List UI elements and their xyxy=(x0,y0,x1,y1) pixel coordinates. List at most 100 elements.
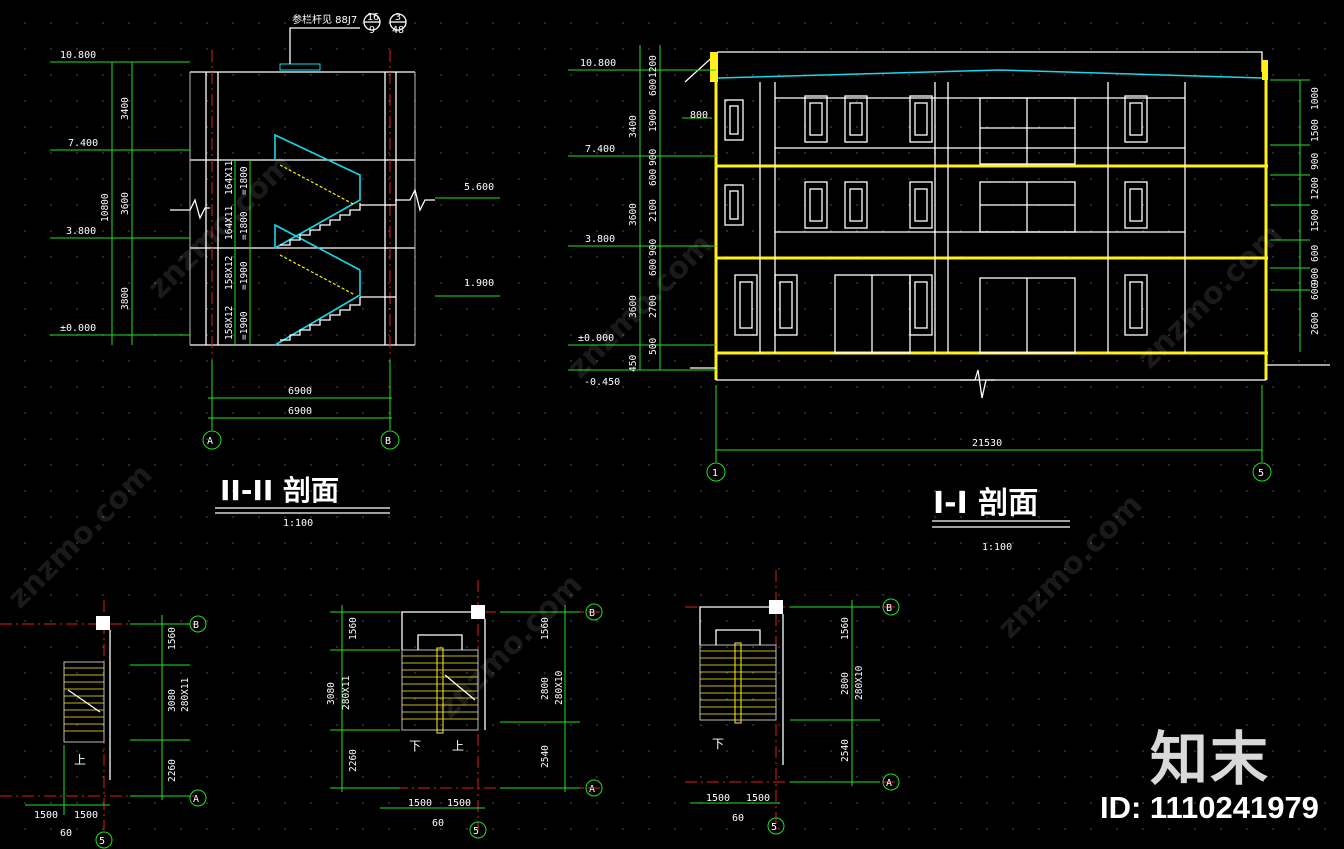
plan-3-label-down: 下 xyxy=(712,737,724,751)
flight-label-7: 158X12 xyxy=(224,306,235,340)
s1-level-10800: 10.800 xyxy=(580,58,616,69)
s1-axis-5: 5 xyxy=(1258,468,1264,479)
plan-2-axis-5: 5 xyxy=(473,826,479,837)
s1-right-dim-3: 900 xyxy=(1310,153,1321,170)
watermark-text-4: znzmo.com xyxy=(1,457,160,616)
plan-3-dim-1: 1560 xyxy=(840,617,851,640)
plan-1-bottom-2: 1500 xyxy=(74,810,98,821)
plan-1-axis-b: B xyxy=(193,620,199,631)
plan-3-bottom-1: 1500 xyxy=(706,793,730,804)
s1-left-dim-2: 600 xyxy=(648,79,659,96)
section-1-title: I-I 剖面 xyxy=(933,486,1038,521)
plan-2-label-up: 上 xyxy=(452,739,464,753)
watermark-layer: znzmo.com znzmo.com znzmo.com znzmo.com … xyxy=(1,147,1290,726)
section-1-drawing xyxy=(568,45,1330,528)
watermark-text-5: znzmo.com xyxy=(431,567,590,726)
level-1900: 1.900 xyxy=(464,278,494,289)
height-3400: 3400 xyxy=(120,97,131,120)
s1-left-outer-1: 3400 xyxy=(628,115,639,138)
s1-right-dim-9: 2600 xyxy=(1310,312,1321,335)
s1-left-dim-8: 600 xyxy=(648,259,659,276)
plan-2-bottom-3: 60 xyxy=(432,818,444,829)
flight-label-5: 158X12 xyxy=(224,256,235,290)
flight-label-4: =1800 xyxy=(239,211,250,240)
ref-top-a: 16 xyxy=(367,12,379,23)
s1-left-dim-3: 1900 xyxy=(648,109,659,132)
plan-2-axis-b: B xyxy=(589,608,595,619)
s1-right-dim-7: 900 xyxy=(1310,268,1321,285)
s1-left-dim-11: 450 xyxy=(628,355,639,372)
s1-axis-1: 1 xyxy=(712,468,718,479)
width-2: 6900 xyxy=(288,406,312,417)
plan-1-dim-2: 3080 xyxy=(167,689,178,712)
plan-2-right-1: 1560 xyxy=(540,617,551,640)
s1-right-dim-8: 600 xyxy=(1310,283,1321,300)
s1-level-minus-0450: -0.450 xyxy=(584,377,620,388)
plan-2-left-1: 1560 xyxy=(348,617,359,640)
plan-2-right-3: 280X10 xyxy=(554,670,565,705)
s1-inner-dim: 800 xyxy=(690,110,708,121)
s1-right-dim-4: 1200 xyxy=(1310,177,1321,200)
s1-left-outer-3: 3600 xyxy=(628,295,639,318)
section-2-drawing xyxy=(50,13,500,514)
level-10800: 10.800 xyxy=(60,50,96,61)
ref-bot-b: 48 xyxy=(392,25,404,36)
plan-1-axis-a: A xyxy=(193,794,199,805)
s1-left-dim-10: 500 xyxy=(648,338,659,355)
plan-3-dim-4: 2540 xyxy=(840,739,851,762)
flight-label-8: =1900 xyxy=(239,311,250,340)
s1-right-dim-2: 1500 xyxy=(1310,119,1321,142)
level-0000: ±0.000 xyxy=(60,323,96,334)
total-height: 10800 xyxy=(100,193,111,222)
plan-2-left-4: 2260 xyxy=(348,749,359,772)
s1-right-dim-6: 600 xyxy=(1310,245,1321,262)
plan-3-axis-5: 5 xyxy=(771,822,777,833)
flight-label-3: 164X11 xyxy=(224,205,235,240)
plan-2-drawing xyxy=(330,580,603,839)
plan-2-bottom-1: 1500 xyxy=(408,798,432,809)
plan-1-drawing xyxy=(0,600,207,849)
plan-2-bottom-2: 1500 xyxy=(447,798,471,809)
plan-3-dim-3: 280X10 xyxy=(854,665,865,700)
plan-1-dim-4: 2260 xyxy=(167,759,178,782)
plan-1-bottom-3: 60 xyxy=(60,828,72,839)
plan-2-axis-a: A xyxy=(589,784,595,795)
level-5600: 5.600 xyxy=(464,182,494,193)
width-1: 6900 xyxy=(288,386,312,397)
s1-left-dim-5: 600 xyxy=(648,169,659,186)
section-2-reference: 参栏杆见 88J7 xyxy=(292,13,357,26)
ref-top-b: 3 xyxy=(395,12,401,23)
s1-left-dim-4: 900 xyxy=(648,149,659,166)
height-3600: 3600 xyxy=(120,192,131,215)
s1-level-0000: ±0.000 xyxy=(578,333,614,344)
plan-3-drawing xyxy=(685,570,900,835)
plan-3-bottom-3: 60 xyxy=(732,813,744,824)
level-7400: 7.400 xyxy=(68,138,98,149)
plan-2-label-down: 下 xyxy=(409,739,421,753)
watermark-logo: 知末 xyxy=(1150,725,1271,793)
plan-1-bottom-1: 1500 xyxy=(34,810,58,821)
watermark-id: ID: 1110241979 xyxy=(1100,790,1319,825)
plan-2-right-4: 2540 xyxy=(540,745,551,768)
flight-label-2: =1800 xyxy=(239,166,250,195)
s1-right-dim-1: 1000 xyxy=(1310,87,1321,110)
s1-total-width: 21530 xyxy=(972,438,1002,449)
section-1-scale: 1:100 xyxy=(982,542,1012,553)
s1-level-3800: 3.800 xyxy=(585,234,615,245)
flight-label-1: 164X11 xyxy=(224,160,235,195)
s1-left-dim-1: 1200 xyxy=(648,55,659,78)
height-3800: 3800 xyxy=(120,287,131,310)
plan-1-axis-5: 5 xyxy=(99,836,105,847)
plan-1-dim-1: 1560 xyxy=(167,627,178,650)
plan-3-axis-a: A xyxy=(886,778,892,789)
s1-left-dim-7: 900 xyxy=(648,239,659,256)
plan-1-dim-3: 280X11 xyxy=(180,677,191,712)
axis-bubble-b: B xyxy=(385,436,391,447)
plan-3-bottom-2: 1500 xyxy=(746,793,770,804)
s1-left-dim-9: 2700 xyxy=(648,295,659,318)
plan-3-axis-b: B xyxy=(886,603,892,614)
level-3800: 3.800 xyxy=(66,226,96,237)
section-2-scale: 1:100 xyxy=(283,518,313,529)
